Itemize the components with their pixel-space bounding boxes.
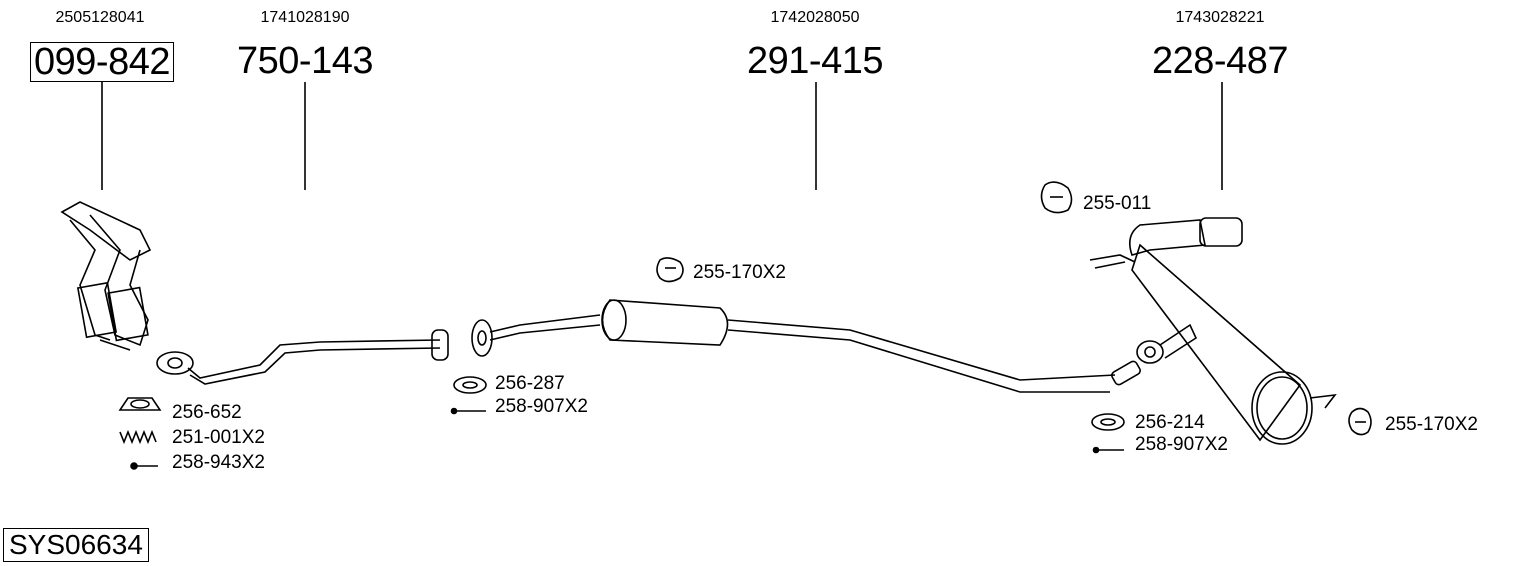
- spring-icon: [119, 429, 157, 445]
- oe-number: 2505128041: [55, 9, 145, 26]
- accessory-label[interactable]: 256-214: [1135, 412, 1205, 433]
- oe-number: 1742028050: [770, 9, 860, 26]
- bolt-icon: [1092, 446, 1124, 454]
- hanger-icon: [1040, 181, 1073, 214]
- bolt-icon: [450, 407, 486, 415]
- gasket-icon: [453, 376, 487, 394]
- accessory-label[interactable]: 255-170X2: [1385, 414, 1478, 435]
- part-number[interactable]: 291-415: [747, 40, 883, 82]
- gasket-icon: [118, 397, 162, 411]
- oe-number: 1743028221: [1175, 9, 1265, 26]
- part-number[interactable]: 750-143: [237, 40, 373, 82]
- hanger-icon: [1348, 407, 1372, 436]
- part-number[interactable]: 228-487: [1152, 40, 1288, 82]
- accessory-label[interactable]: 258-907X2: [1135, 434, 1228, 455]
- part-number-highlighted[interactable]: 099-842: [30, 42, 174, 82]
- hanger-icon: [656, 257, 684, 283]
- gasket-icon: [1091, 413, 1125, 431]
- accessory-label[interactable]: 251-001X2: [172, 427, 265, 448]
- accessory-label[interactable]: 256-652: [172, 402, 242, 423]
- front-pipe: [156, 329, 449, 385]
- accessory-label[interactable]: 255-170X2: [693, 262, 786, 283]
- accessory-label[interactable]: 258-943X2: [172, 452, 265, 473]
- system-id: SYS06634: [3, 528, 149, 562]
- accessory-label[interactable]: 256-287: [495, 373, 565, 394]
- center-muffler: [471, 299, 1141, 393]
- bolt-icon: [130, 462, 158, 470]
- rear-muffler: [1089, 217, 1337, 445]
- oe-number: 1741028190: [260, 9, 350, 26]
- accessory-label[interactable]: 255-011: [1083, 193, 1152, 214]
- exhaust-manifold: [60, 201, 152, 351]
- accessory-label[interactable]: 258-907X2: [495, 396, 588, 417]
